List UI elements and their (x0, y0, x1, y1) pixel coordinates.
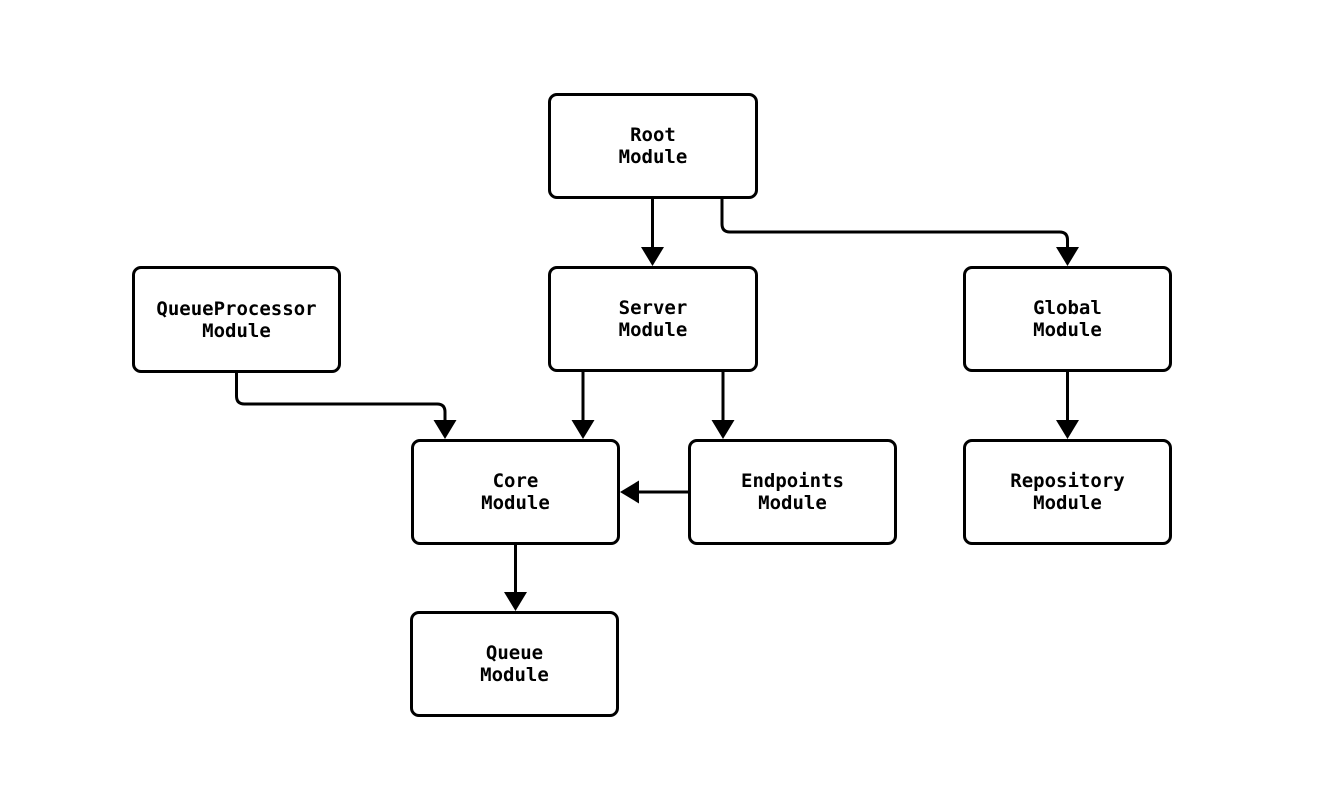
node-label: Module (1033, 492, 1102, 514)
node-label: Module (1033, 319, 1102, 341)
node-label: Module (758, 492, 827, 514)
node-label: Module (618, 319, 688, 341)
edge-core-to-queue (504, 545, 527, 611)
node-core-module: Core Module (411, 439, 620, 545)
node-label: Module (202, 319, 271, 342)
node-server-module: Server Module (548, 266, 758, 372)
node-label: QueueProcessor (156, 297, 317, 320)
node-label: Server (618, 297, 688, 319)
node-queue-module: Queue Module (410, 611, 619, 717)
node-endpoints-module: Endpoints Module (688, 439, 897, 545)
node-label: Core (492, 470, 539, 492)
node-label: Global (1033, 297, 1102, 319)
edge-root-to-server (641, 199, 664, 266)
node-label: Module (480, 664, 549, 686)
edge-global-to-repository (1056, 372, 1079, 439)
node-label: Module (618, 146, 688, 168)
edge-root-to-global (720, 199, 1079, 266)
node-global-module: Global Module (963, 266, 1172, 372)
node-label: Root (630, 124, 676, 146)
edge-server-to-endpoints (711, 372, 735, 439)
node-label: Repository (1010, 470, 1125, 492)
edge-server-to-core (571, 372, 595, 439)
node-label: Queue (485, 642, 544, 664)
node-queueprocessor-module: QueueProcessor Module (132, 266, 341, 373)
edge-queueprocessor-to-core (235, 372, 457, 439)
node-label: Module (481, 492, 550, 514)
node-repository-module: Repository Module (963, 439, 1172, 545)
edge-endpoints-to-core (620, 480, 688, 504)
node-label: Endpoints (741, 470, 844, 492)
node-root-module: Root Module (548, 93, 758, 199)
